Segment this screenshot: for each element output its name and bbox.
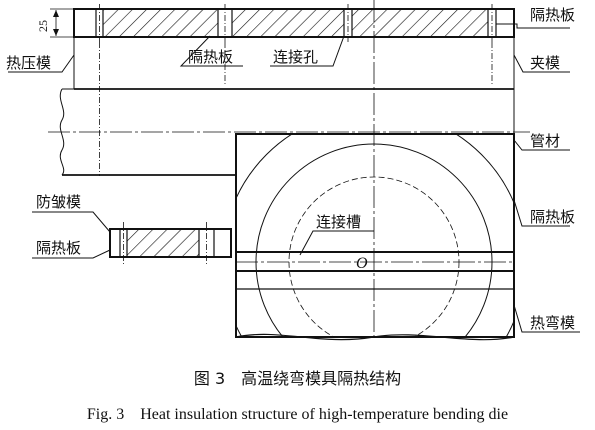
label-connection-groove: 连接槽	[316, 213, 361, 231]
mold-diagram: 25	[6, 0, 580, 341]
caption-english: Fig. 3 Heat insulation structure of high…	[86, 406, 509, 423]
label-insulation-plate-right: 隔热板	[530, 208, 575, 226]
hot-bending-die	[235, 133, 515, 341]
leader-lines	[8, 23, 580, 333]
caption-chinese: 图 3 高温绕弯模具隔热结构	[193, 369, 402, 388]
thickness-dimension: 25	[36, 8, 74, 38]
label-insulation-plate-left: 隔热板	[36, 239, 81, 257]
label-connection-hole: 连接孔	[273, 48, 318, 66]
label-center-o: O	[356, 255, 368, 272]
top-insulation-plate	[73, 4, 515, 42]
label-clamp-die: 夹模	[530, 54, 560, 72]
anti-wrinkle-insulation-plate	[109, 222, 232, 264]
label-anti-wrinkle-die: 防皱模	[36, 193, 81, 211]
label-insulation-plate-top-center: 隔热板	[188, 48, 233, 66]
label-tube: 管材	[530, 132, 560, 150]
label-hot-bending-die: 热弯模	[530, 314, 575, 332]
thickness-value: 25	[36, 20, 50, 32]
label-insulation-plate-top-right: 隔热板	[530, 6, 575, 24]
clamp-die	[48, 0, 530, 340]
label-hot-press-die: 热压模	[6, 54, 51, 72]
